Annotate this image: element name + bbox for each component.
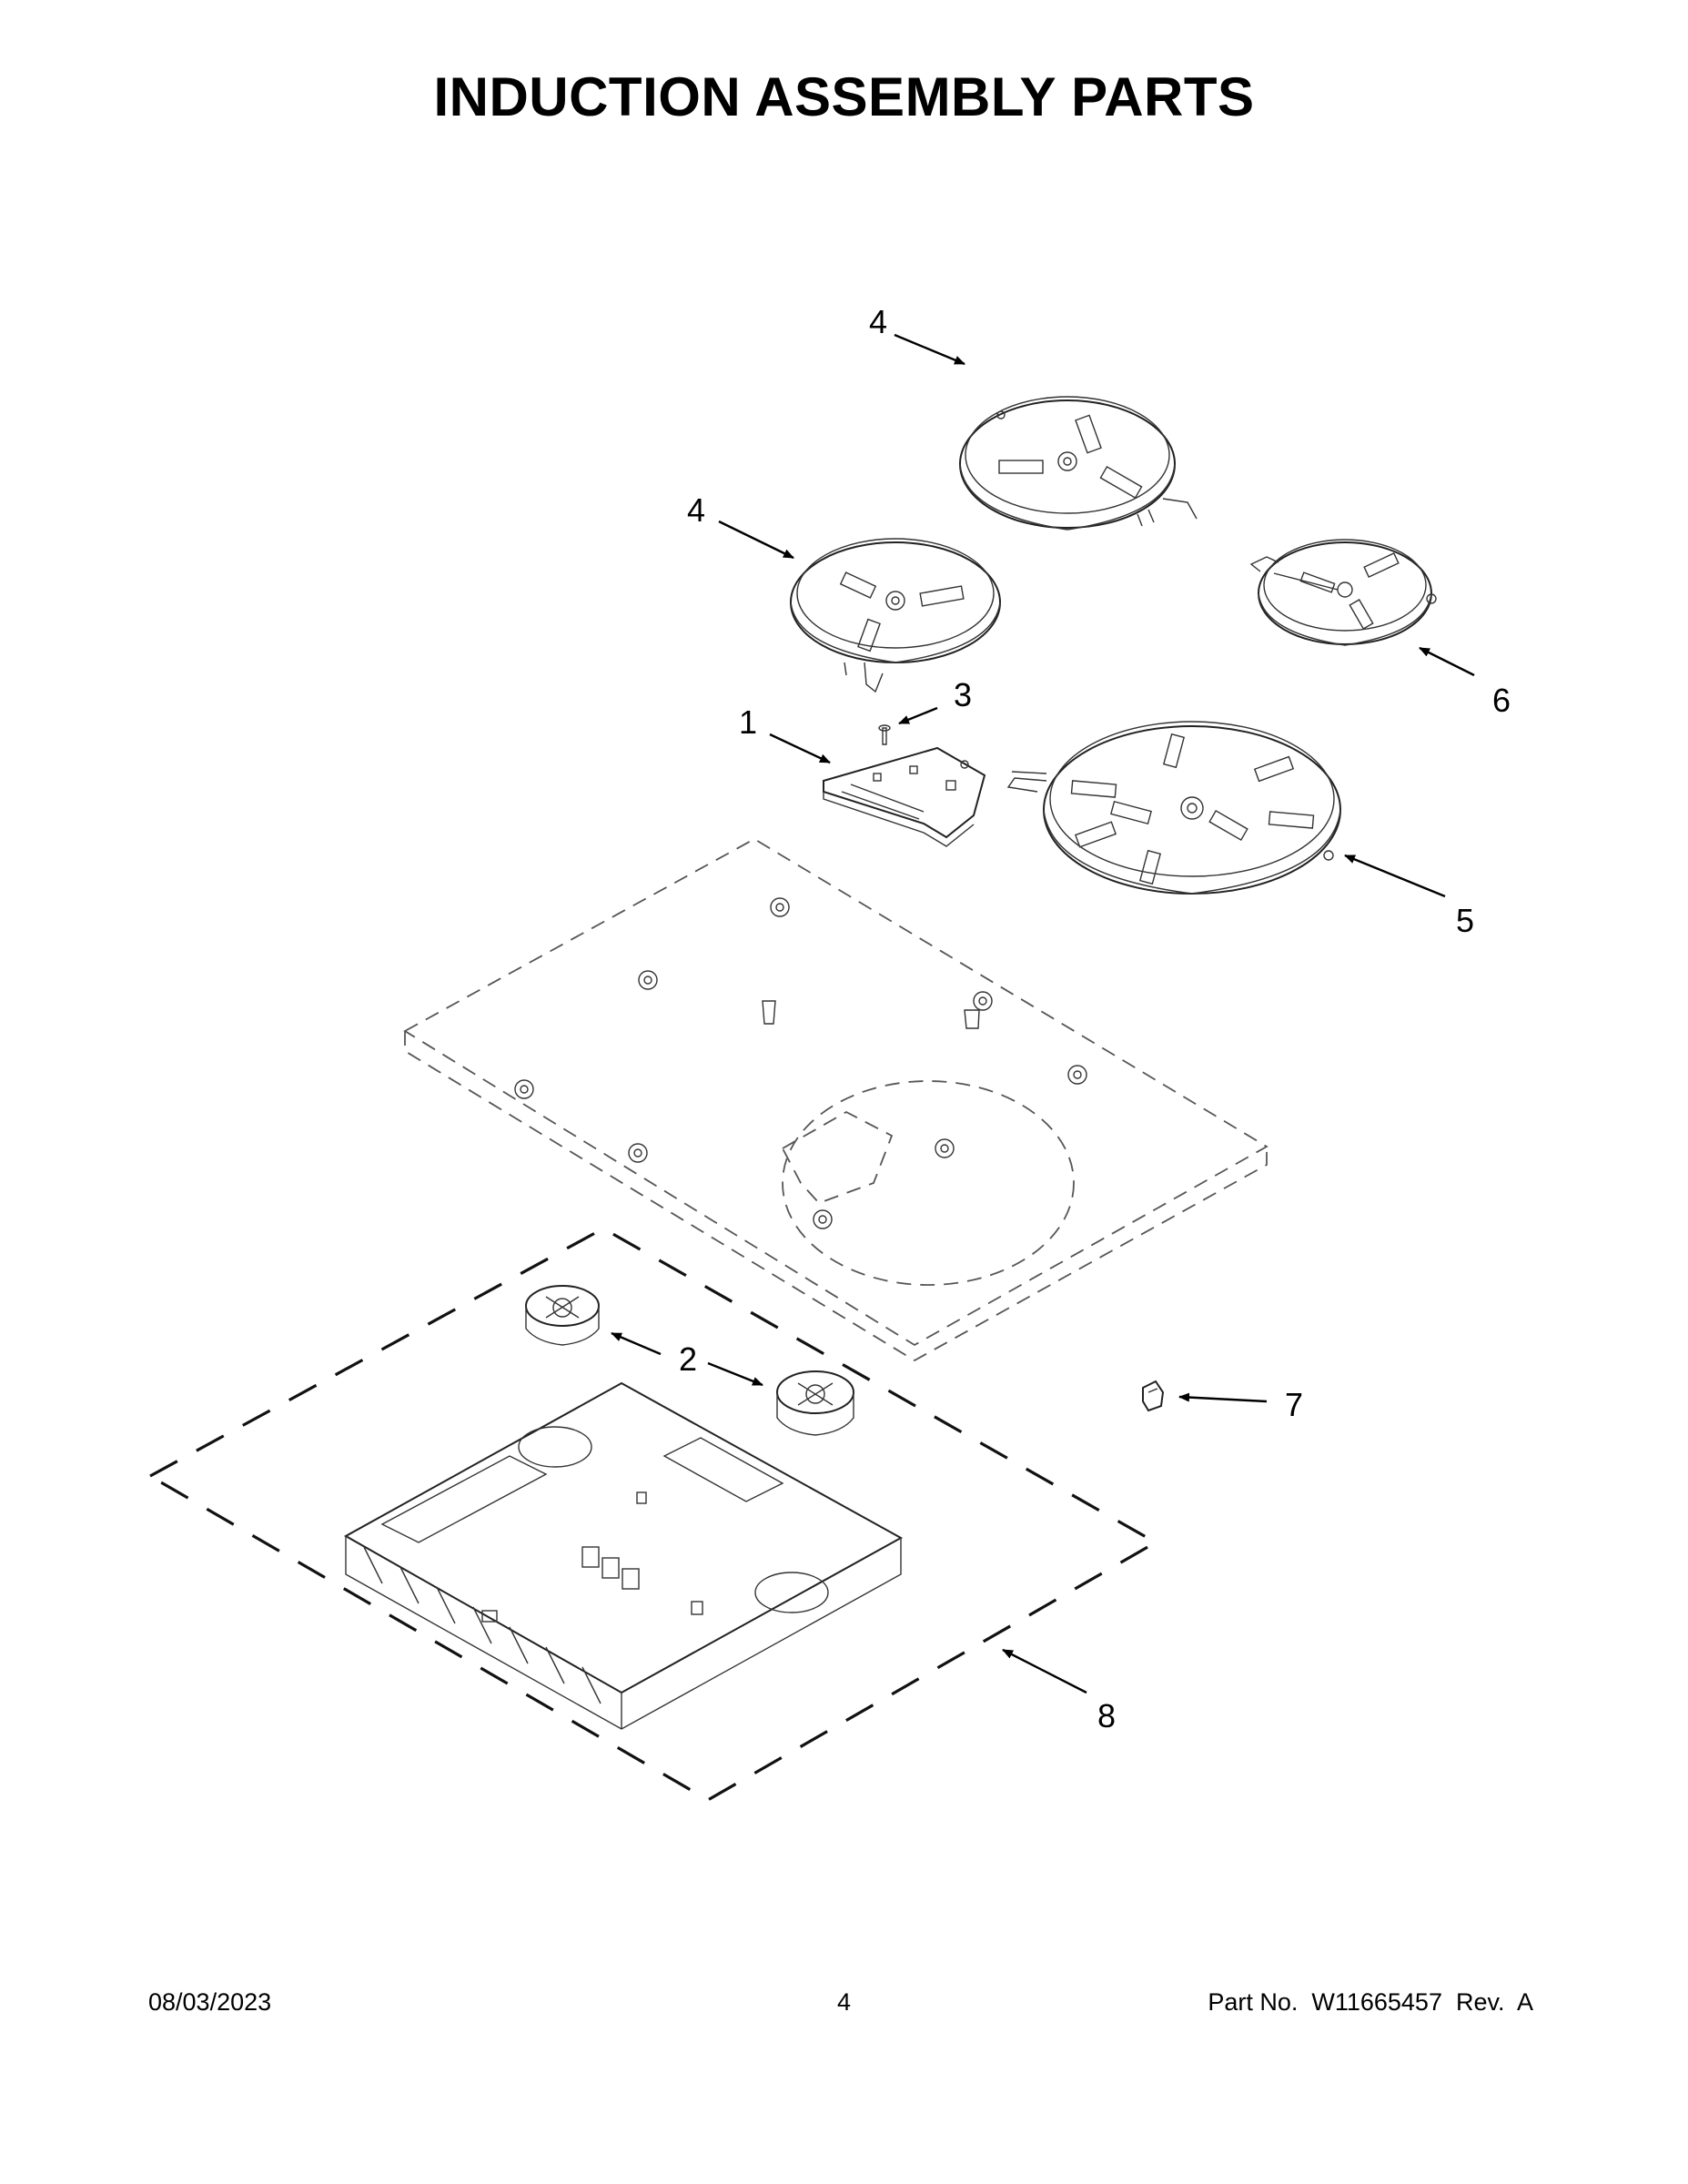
- footer-part-number: Part No. W11665457 Rev. A: [1208, 1988, 1533, 2016]
- callout-4-left: 4: [687, 491, 705, 529]
- element-4-top: [959, 396, 1198, 531]
- callout-1: 1: [739, 703, 757, 741]
- part-7-clip: [1142, 1380, 1165, 1412]
- callout-5: 5: [1456, 902, 1474, 939]
- footer-date: 08/03/2023: [148, 1988, 272, 2016]
- part-1-control-board: [823, 746, 986, 847]
- part-2-fan-left: [525, 1285, 600, 1346]
- callout-4-top: 4: [869, 303, 887, 340]
- callout-8: 8: [1097, 1697, 1116, 1734]
- part-8-base-assembly: [147, 1227, 1159, 1802]
- footer-page-number: 4: [836, 1988, 852, 2016]
- page-title: INDUCTION ASSEMBLY PARTS: [433, 66, 1255, 127]
- callout-3: 3: [954, 676, 972, 713]
- element-4-left: [790, 538, 1001, 693]
- part-2-fan-right: [776, 1370, 854, 1436]
- element-5-large: [1006, 721, 1341, 895]
- cooktop-top-frame: [403, 837, 1269, 1362]
- callout-arrows: [611, 333, 1475, 1694]
- part-3-screw: [878, 724, 891, 745]
- element-6-small: [1249, 539, 1437, 646]
- callout-7: 7: [1285, 1386, 1303, 1423]
- callout-6: 6: [1492, 682, 1511, 719]
- callout-2: 2: [679, 1340, 697, 1378]
